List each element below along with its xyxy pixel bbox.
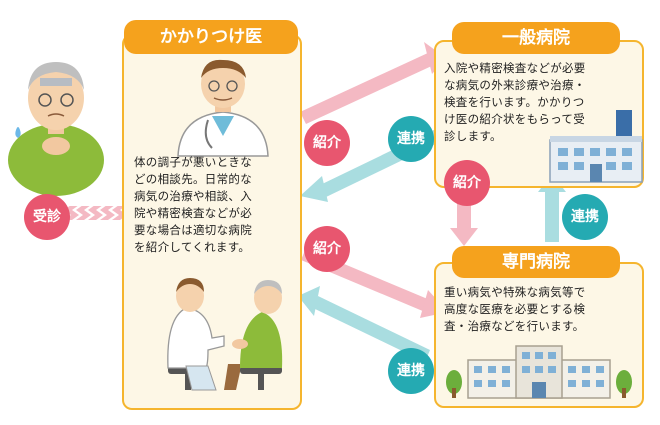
general-hospital-building: [549, 110, 643, 183]
specialty-hospital-description: 重い病気や特殊な病気等で 高度な医療を必要とする検 査・治療などを行います。: [444, 285, 586, 333]
family-doctor-description: 体の調子が悪いときな どの相談先。日常的な 病気の治療や相談、入 院や精密検査な…: [134, 155, 252, 254]
badge-cooperation-between: 連携: [562, 194, 608, 240]
specialty-hospital-building: [446, 345, 632, 399]
patient-illustration: [8, 62, 104, 196]
badge-visit: 受診: [24, 194, 70, 240]
referral-arrow-upper: [300, 42, 446, 124]
general-hospital-title: 一般病院: [452, 22, 620, 54]
badge-referral-lower: 紹介: [304, 226, 350, 272]
consultation-illustration: [167, 278, 283, 391]
family-doctor-title: かかりつけ医: [124, 20, 298, 54]
cooperation-arrow-lower: [298, 286, 430, 362]
doctor-illustration: [177, 59, 269, 157]
specialty-hospital-title: 専門病院: [452, 246, 620, 278]
badge-referral-upper: 紹介: [304, 120, 350, 166]
badge-cooperation-upper: 連携: [388, 116, 434, 162]
general-hospital-description: 入院や精密検査などが必要 な病気の外来診療や治療・ 検査を行います。かかりつ け…: [444, 61, 586, 143]
badge-referral-between: 紹介: [444, 160, 490, 206]
badge-cooperation-lower: 連携: [388, 348, 434, 394]
